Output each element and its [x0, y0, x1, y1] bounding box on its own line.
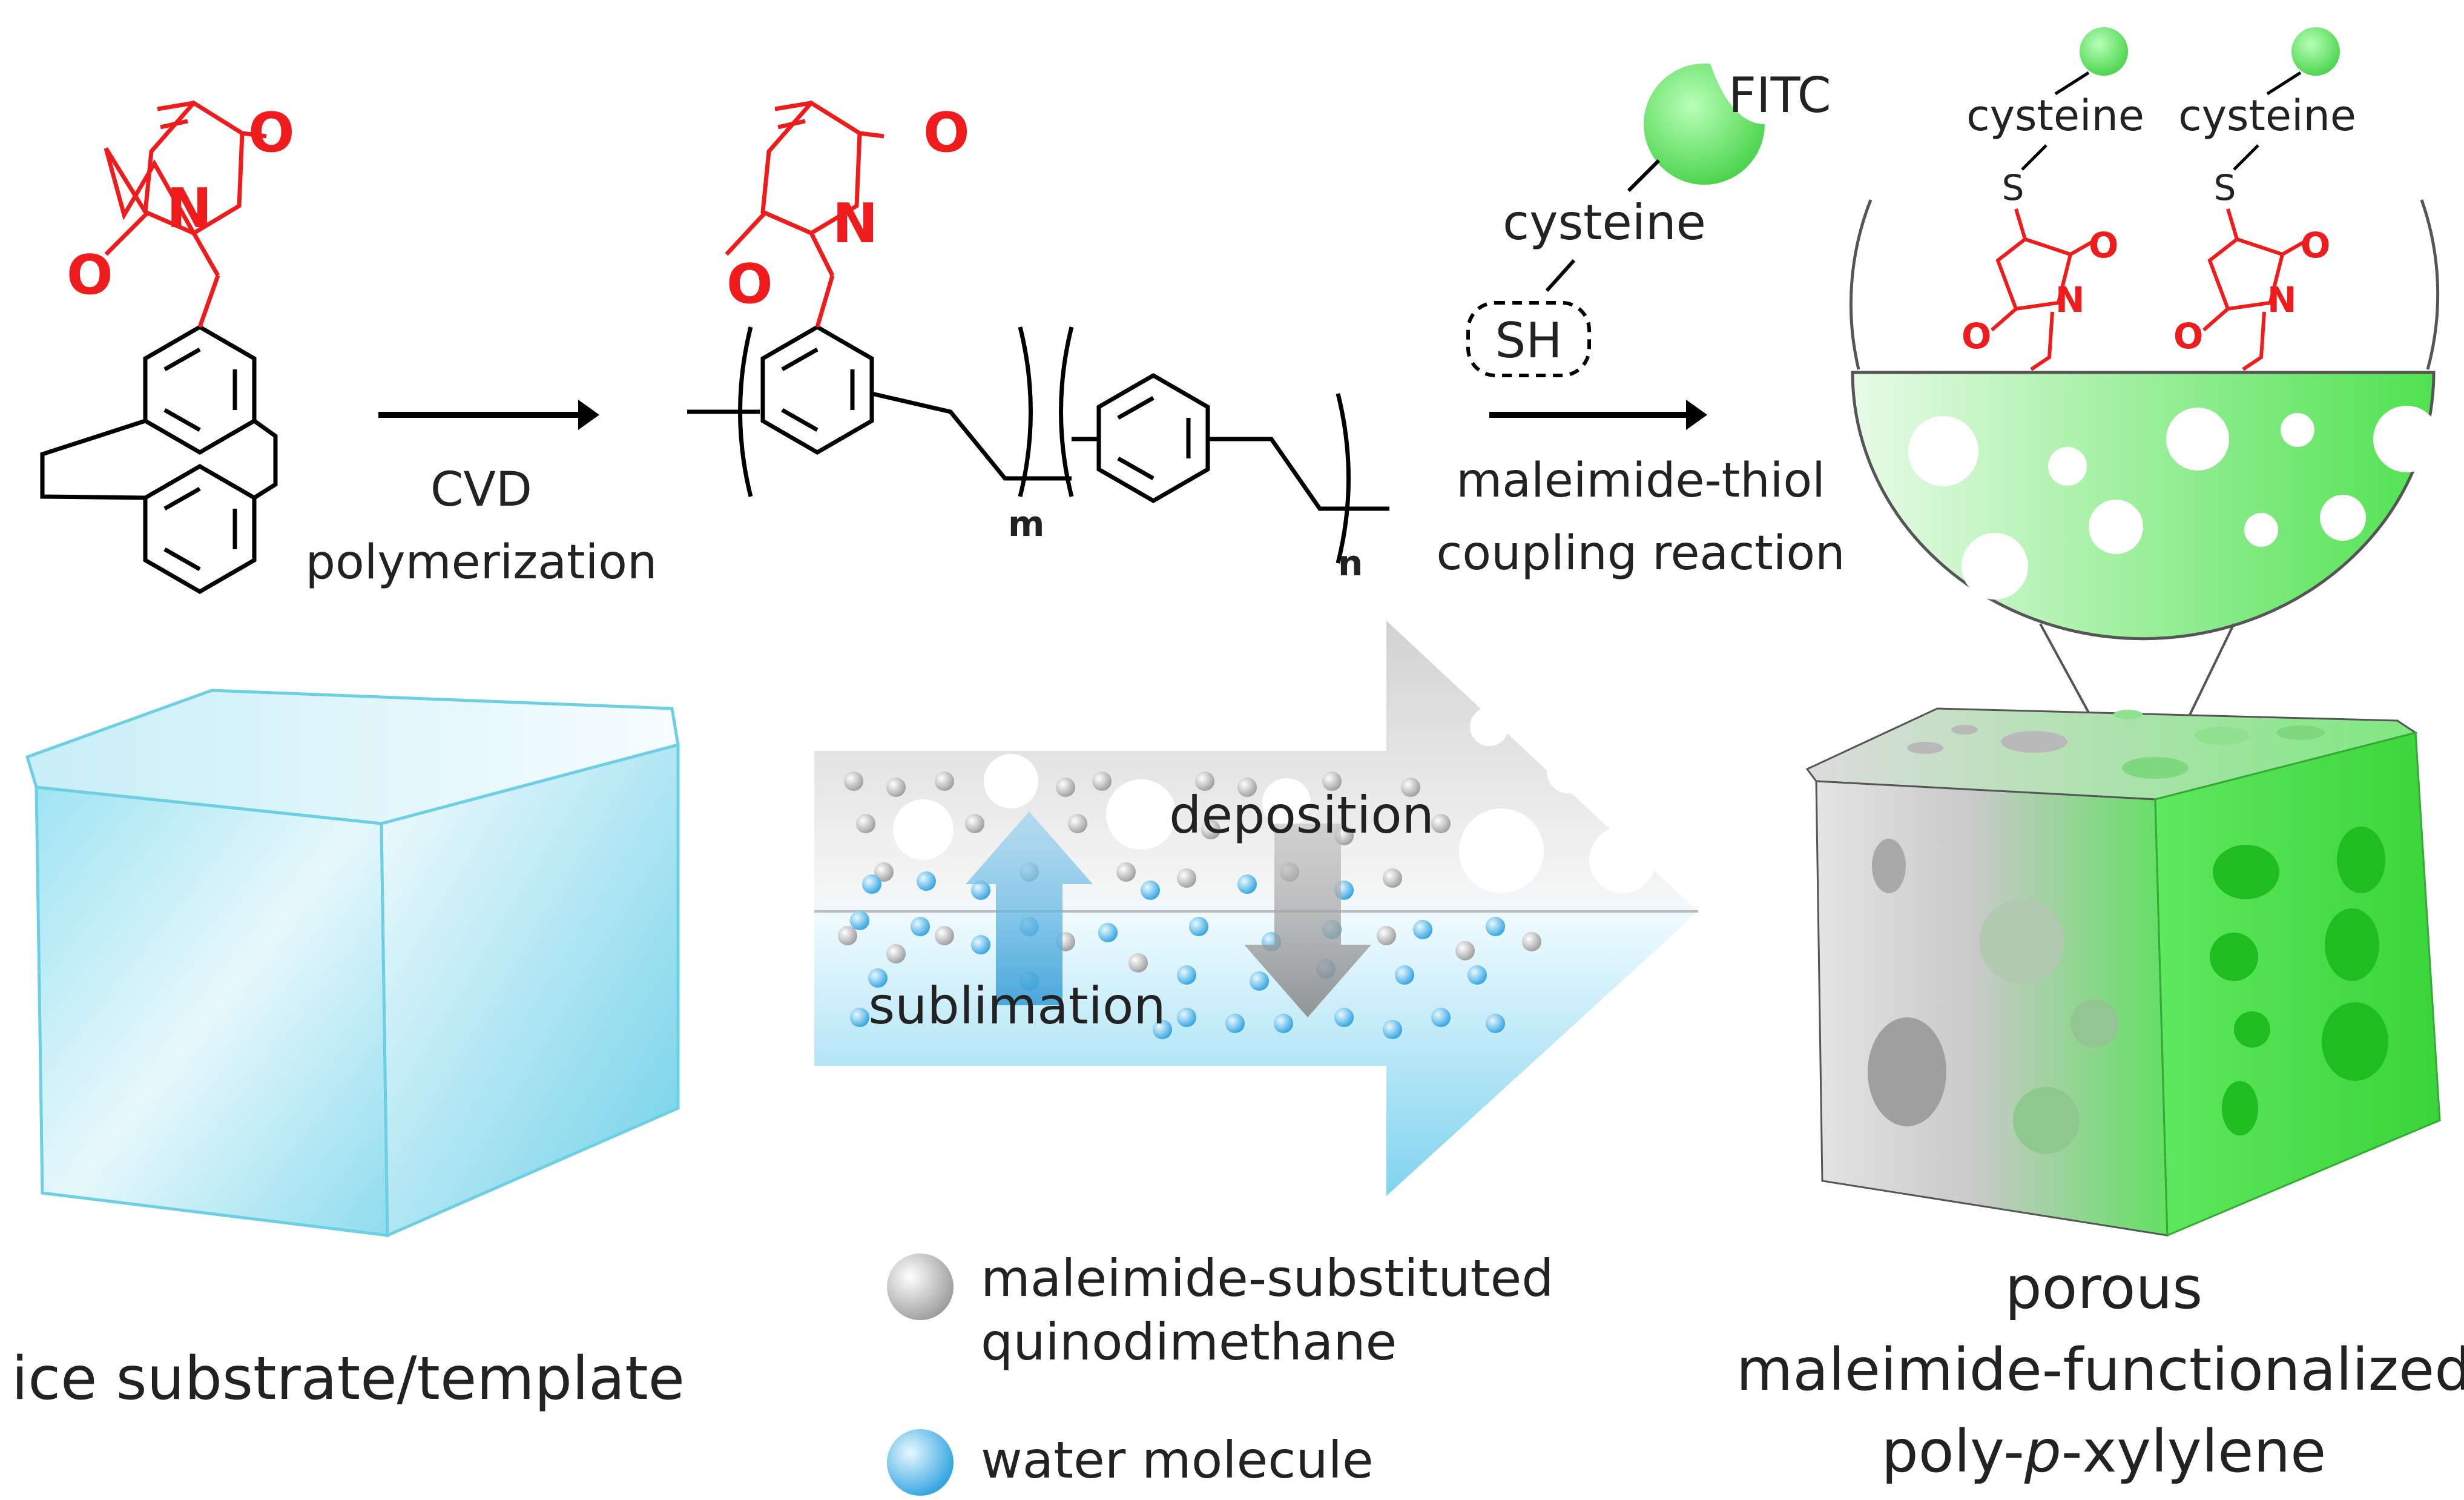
polymer-nitrogen: N	[832, 192, 878, 256]
cvd-label: CVD	[430, 463, 532, 517]
coupling-reaction-label: coupling reaction	[1436, 526, 1845, 581]
product-caption-suffix: -xylylene	[2061, 1418, 2326, 1485]
process-arrow	[814, 621, 1698, 1196]
fitc-dye	[1644, 64, 1765, 185]
polymer-maleimide	[725, 100, 884, 328]
legend: maleimide-substituted quinodimethane wat…	[887, 1249, 1554, 1496]
deposition-arrow	[1244, 824, 1371, 1017]
porous-polymer-cube	[1805, 707, 2441, 1237]
polymerization-label: polymerization	[306, 535, 657, 590]
polymer-oxygen-left: O	[726, 253, 773, 316]
surface-magnification	[1849, 199, 2440, 724]
precursor-oxygen-left: O	[67, 243, 113, 307]
sublimation-arrow	[966, 811, 1093, 1005]
precursor-nitrogen: N	[166, 177, 212, 240]
lower-benzene-ring	[143, 463, 257, 595]
conjugate-2-nitrogen: N	[2267, 279, 2297, 320]
precursor-molecule	[40, 324, 278, 595]
product-caption-line-1: porous	[2005, 1254, 2203, 1322]
polymer-structure	[687, 324, 1389, 564]
legend-item-1-line-1: maleimide-substituted	[981, 1249, 1554, 1308]
conjugate-2-sulfur: S	[2214, 167, 2236, 208]
cysteine-thiol-bond	[1545, 259, 1576, 292]
legend-water-swatch	[887, 1429, 954, 1496]
ice-cube	[25, 689, 680, 1238]
product-cube-side	[2154, 732, 2441, 1237]
product-caption-prefix: poly-	[1882, 1418, 2024, 1485]
ice-cube-front	[35, 785, 389, 1237]
side-pores	[2210, 827, 2388, 1135]
ice-caption: ice substrate/template	[12, 1344, 685, 1413]
ice-cube-side	[380, 742, 680, 1238]
conjugate-2-oxygen-1: O	[2301, 225, 2330, 266]
precursor-maleimide	[104, 100, 267, 328]
legend-grey-swatch	[887, 1254, 954, 1320]
conjugate-2-cysteine: cysteine	[2178, 91, 2356, 140]
grey-particles	[838, 771, 1541, 973]
fitc-label: FITC	[1728, 67, 1831, 124]
lens-pores	[1908, 406, 2440, 600]
polymer-oxygen-top: O	[923, 101, 970, 165]
product-caption-line-3: poly-p-xylylene	[1882, 1418, 2326, 1485]
conjugate-1-oxygen-1: O	[2089, 225, 2118, 266]
conjugate-1-sulfur: S	[2002, 167, 2024, 208]
process-arrow-body	[814, 621, 1698, 1196]
coupling-arrow	[1489, 400, 1707, 430]
conjugate-1-oxygen-2: O	[1962, 316, 1991, 357]
conjugate-2-oxygen-2: O	[2173, 316, 2203, 357]
product-caption-line-2: maleimide-functionalized	[1736, 1336, 2464, 1404]
front-pores	[1868, 839, 2119, 1154]
top-pores	[1907, 710, 2325, 779]
deposition-label: deposition	[1169, 785, 1434, 845]
upper-benzene-ring	[143, 324, 257, 455]
surface-conjugate-1: cysteine S N O O	[1962, 27, 2144, 371]
conjugate-1-nitrogen: N	[2055, 279, 2085, 320]
polymer-ring-n	[1096, 372, 1210, 504]
polymer-ring-m	[760, 324, 874, 455]
product-cube-front	[1815, 780, 2169, 1237]
cvd-arrow	[378, 400, 599, 430]
precursor-oxygen-top: O	[248, 101, 295, 165]
sublimation-label: sublimation	[868, 976, 1165, 1036]
product-caption-italic: p	[2024, 1418, 2061, 1485]
subscript-m: m	[1008, 503, 1044, 544]
fitc-cysteine-bond	[1627, 159, 1661, 193]
cysteine-label: cysteine	[1503, 194, 1706, 251]
legend-item-1-line-2: quinodimethane	[981, 1312, 1397, 1372]
vapor-pores	[893, 707, 1656, 893]
maleimide-thiol-label: maleimide-thiol	[1456, 454, 1825, 508]
thiol-label: SH	[1495, 312, 1563, 369]
legend-item-2-line-1: water molecule	[981, 1430, 1374, 1490]
subscript-n: n	[1338, 543, 1363, 584]
thiol-group-box	[1466, 301, 1591, 377]
surface-conjugate-2: cysteine S N O O	[2173, 27, 2356, 371]
conjugate-1-cysteine: cysteine	[1966, 91, 2144, 140]
